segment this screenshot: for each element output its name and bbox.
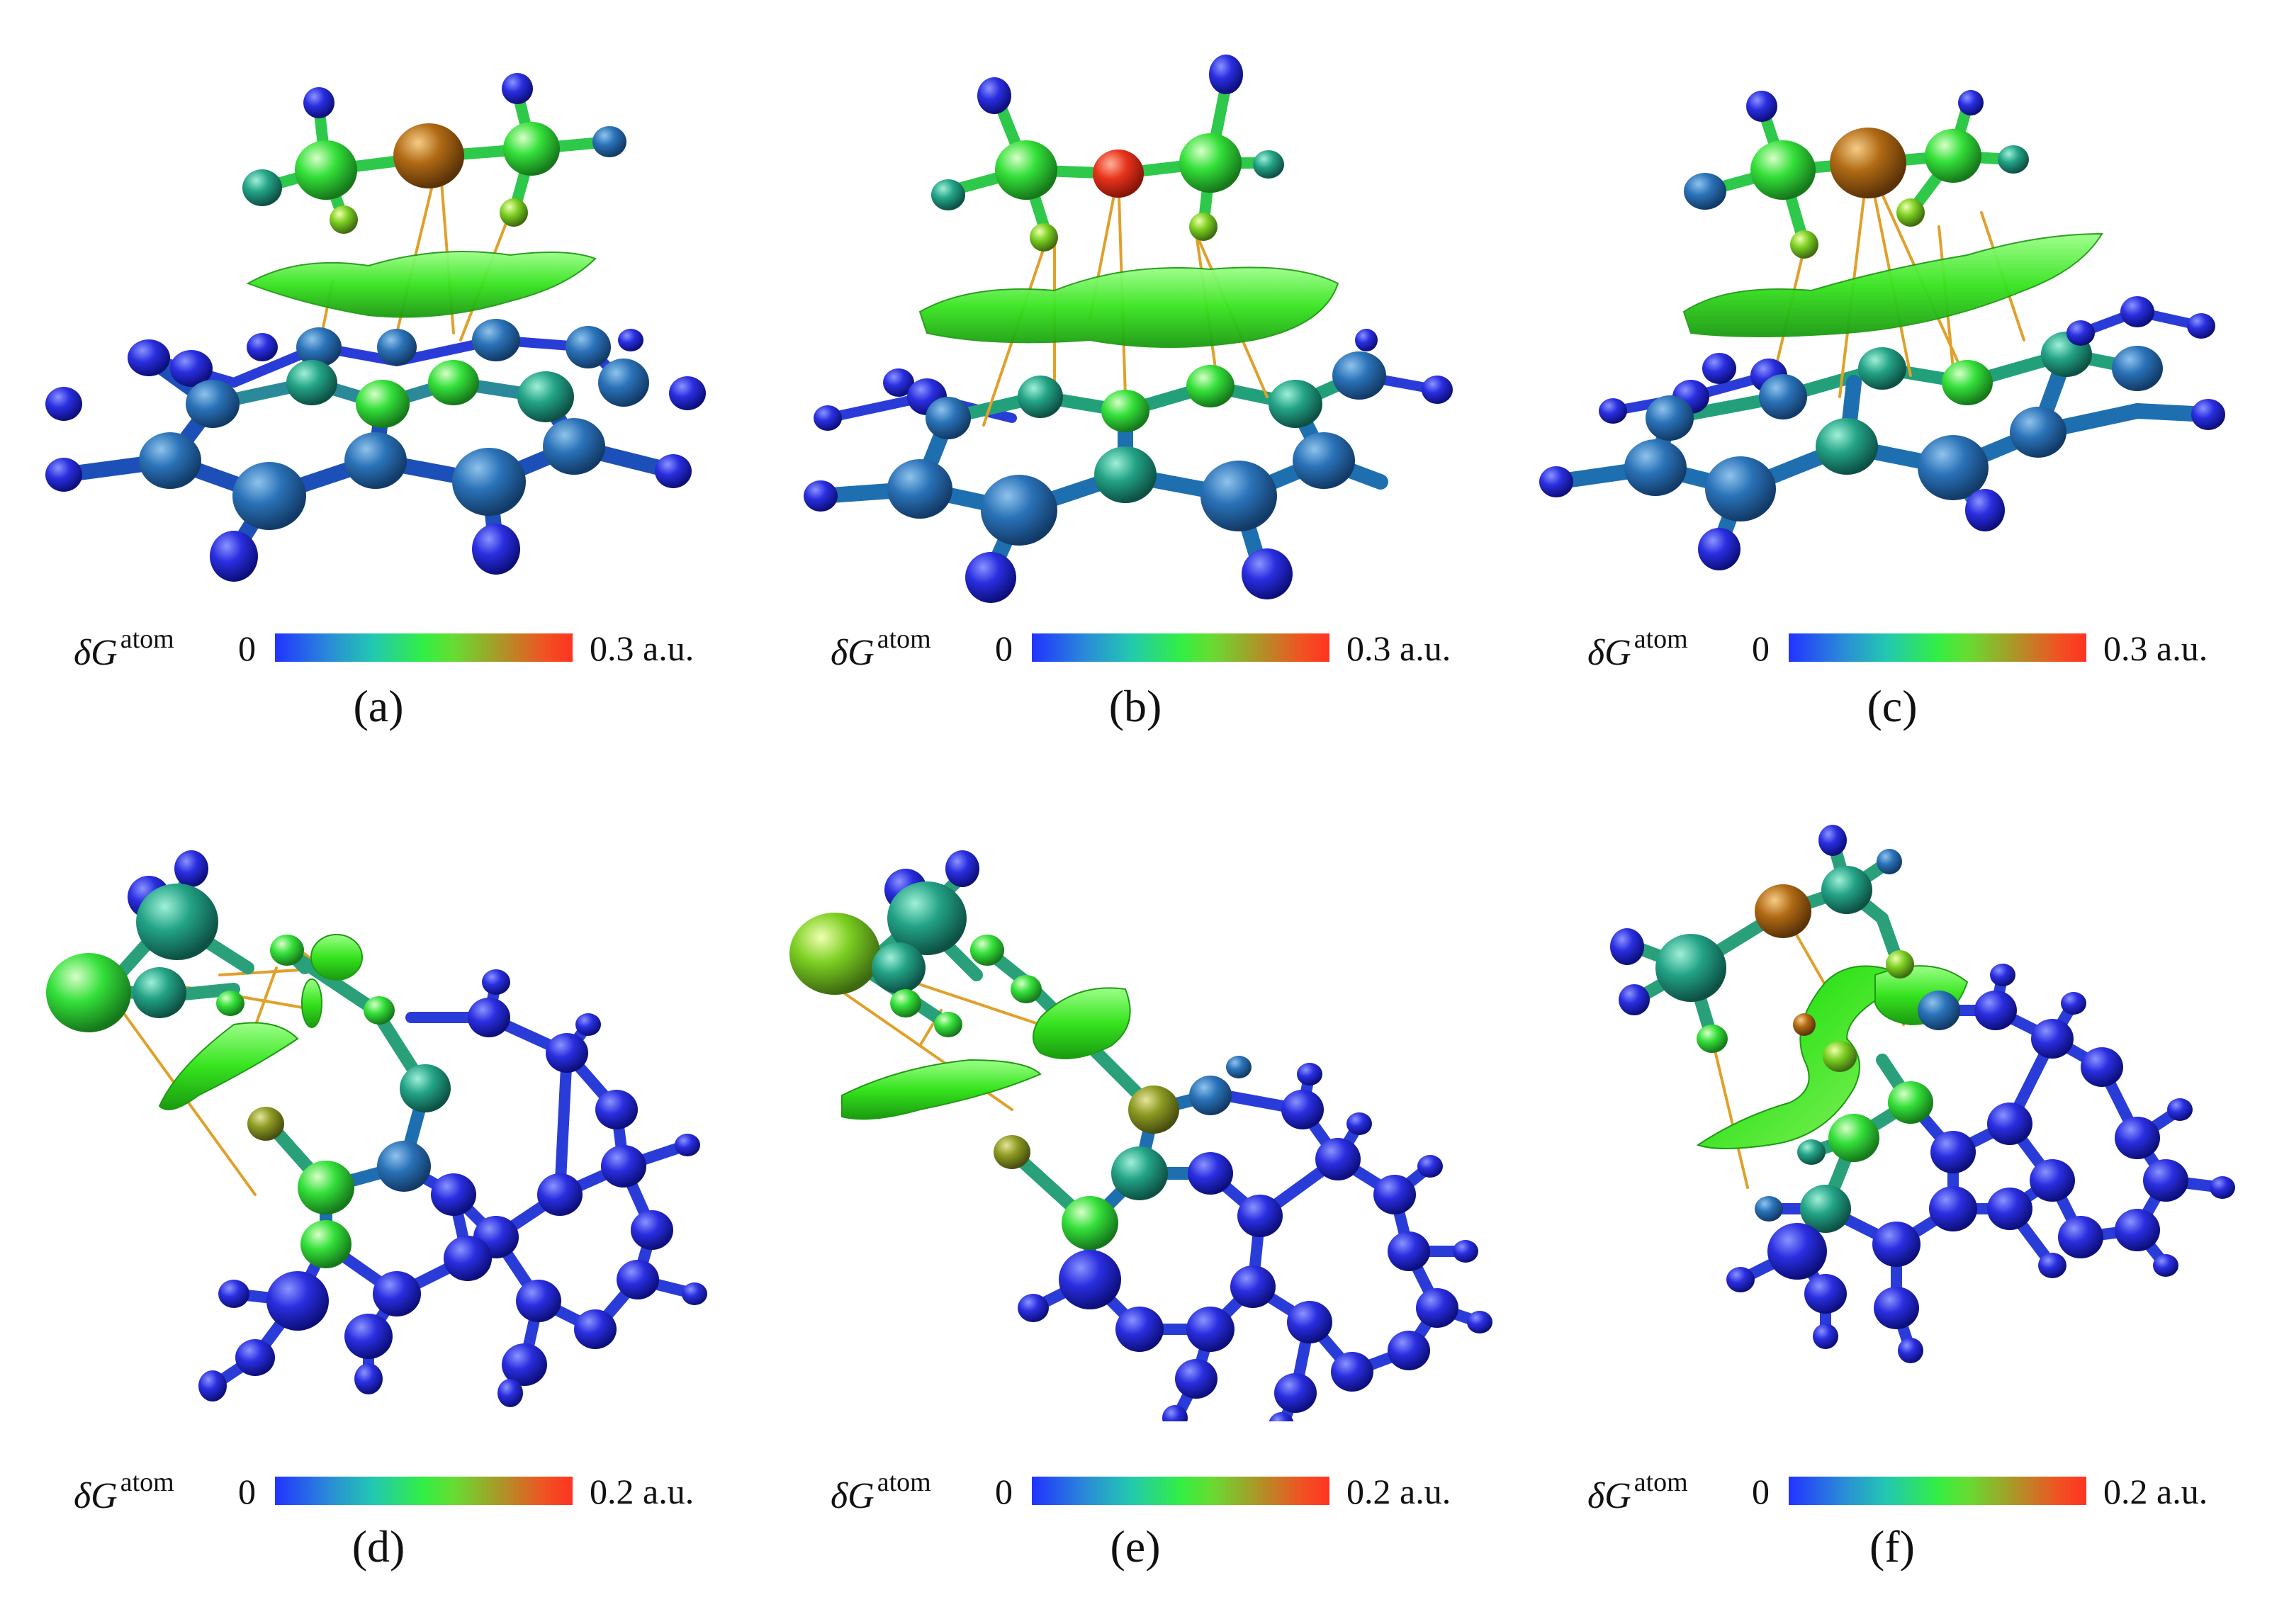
panel-label-e: (e) (1110, 1521, 1161, 1572)
molecule-render-a (45, 73, 706, 582)
colorbar-min-label: 0 (1752, 1472, 1770, 1511)
colorbar-gradient (1789, 633, 2086, 662)
colorbar-max-label: 0.2 a.u. (590, 1472, 694, 1511)
colorbar-min-label: 0 (1752, 628, 1770, 668)
panel-label-b: (b) (1108, 681, 1162, 731)
colorbar-max-label: 0.3 a.u. (1346, 628, 1451, 668)
colorbar-min-label: 0 (995, 628, 1013, 668)
colorbar-max-label: 0.2 a.u. (1346, 1472, 1451, 1511)
panel-label-d: (d) (352, 1521, 405, 1572)
colorbar-gradient (1789, 1477, 2086, 1505)
colorbar-min-label: 0 (238, 628, 256, 668)
colorbar-gradient (1032, 633, 1329, 662)
colorbar-min-label: 0 (995, 1472, 1013, 1511)
molecule-render-f (1610, 825, 2235, 1363)
panel-label-f: (f) (1869, 1521, 1915, 1572)
molecule-render-d (46, 850, 707, 1407)
colorbar-gradient (1032, 1477, 1329, 1505)
panel-label-a: (a) (353, 681, 404, 731)
colorbar-min-label: 0 (238, 1472, 256, 1511)
molecule-render-c (1539, 90, 2225, 570)
colorbar-gradient (275, 633, 573, 662)
colorbar-max-label: 0.3 a.u. (2103, 628, 2208, 668)
colorbar-max-label: 0.2 a.u. (2103, 1472, 2208, 1511)
molecule-render-b (804, 55, 1453, 603)
molecule-render-e (789, 850, 1492, 1421)
panel-label-c: (c) (1867, 681, 1918, 731)
colorbar-gradient (275, 1477, 573, 1505)
colorbar-max-label: 0.3 a.u. (590, 628, 694, 668)
